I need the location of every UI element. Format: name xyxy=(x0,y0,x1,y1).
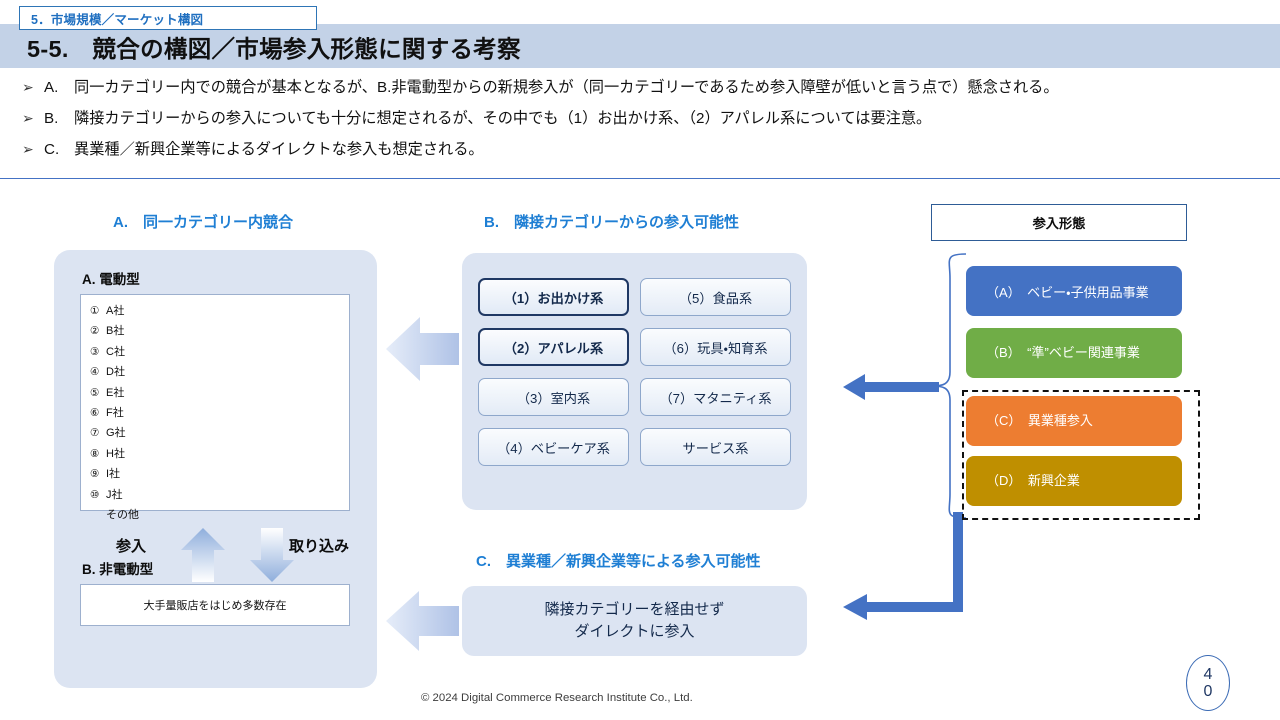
list-item-label: D社 xyxy=(106,366,125,379)
down-arrow-icon xyxy=(250,528,294,582)
column-a-heading: A. 同一カテゴリー内競合 xyxy=(113,214,294,231)
bullet-text: 同一カテゴリー内での競合が基本となるが、B.非電動型からの新規参入が（同一カテゴ… xyxy=(74,79,1059,96)
entry-bar-a-label: （A） ベビー・子供用品事業 xyxy=(986,285,1149,301)
category-box-2[interactable]: （2）アパレル系 xyxy=(478,328,629,366)
non-electric-text: 大手量販店をはじめ多数存在 xyxy=(143,600,287,612)
list-item-number: ⑨ xyxy=(90,468,100,481)
list-item: ③ C社 xyxy=(90,342,349,362)
soft-arrow-b-to-a xyxy=(386,317,459,381)
entry-bar-b[interactable]: （B） “準”ベビー関連事業 xyxy=(966,328,1182,378)
list-item-label: E社 xyxy=(106,386,125,399)
list-item: ⑧ H社 xyxy=(90,444,349,464)
list-item-label: その他 xyxy=(106,509,139,522)
arrowhead-bullet-icon: ➢ xyxy=(22,141,34,157)
list-item-label: H社 xyxy=(106,447,125,460)
entry-bar-b-label: （B） “準”ベビー関連事業 xyxy=(986,345,1140,361)
entry-bar-d[interactable]: （D） 新興企業 xyxy=(966,456,1182,506)
page-number: 4 0 xyxy=(1186,655,1230,711)
column-c-heading: C. 異業種／新興企業等による参入可能性 xyxy=(476,553,761,570)
bullet-item: ➢ C. 異業種／新興企業等によるダイレクトな参入も想定される。 xyxy=(22,140,1262,171)
list-item-label: G社 xyxy=(106,427,126,440)
list-item-number: ③ xyxy=(90,345,100,358)
list-item-label: A社 xyxy=(106,305,125,317)
list-item-number: ⑤ xyxy=(90,386,100,399)
bullet-item: ➢ A. 同一カテゴリー内での競合が基本となるが、B.非電動型からの新規参入が（… xyxy=(22,78,1262,109)
copyright-text: © 2024 Digital Commerce Research Institu… xyxy=(421,692,693,704)
list-item: ⑥ F社 xyxy=(90,403,349,423)
bullet-text: 隣接カテゴリーからの参入についても十分に想定されるが、その中でも（1）お出かけ系… xyxy=(74,110,932,127)
entry-bar-c[interactable]: （C） 異業種参入 xyxy=(966,396,1182,446)
blue-elbow-arrow-right-to-c xyxy=(843,512,963,620)
list-item-number: ⑥ xyxy=(90,407,100,420)
up-arrow-icon xyxy=(181,528,225,582)
entry-bar-a[interactable]: （A） ベビー・子供用品事業 xyxy=(966,266,1182,316)
column-b-heading: B. 隣接カテゴリーからの参入可能性 xyxy=(484,214,740,231)
entry-flow-label: 参入 xyxy=(116,538,147,555)
category-box-7[interactable]: （7）マタニティ系 xyxy=(640,378,791,416)
category-box-6[interactable]: （6）玩具・知育系 xyxy=(640,328,791,366)
bidirectional-flow-arrows xyxy=(181,528,294,582)
list-item-label: I社 xyxy=(106,468,121,481)
list-item-number: ⑦ xyxy=(90,427,100,440)
page-number-digit-bottom: 0 xyxy=(1203,683,1213,700)
list-item: ⑦ G社 xyxy=(90,423,349,443)
entry-bar-c-label: （C） 異業種参入 xyxy=(986,413,1093,429)
arrowhead-bullet-icon: ➢ xyxy=(22,79,34,95)
entry-type-header: 参入形態 xyxy=(931,204,1187,241)
bullet-item: ➢ B. 隣接カテゴリーからの参入についても十分に想定されるが、その中でも（1）… xyxy=(22,109,1262,140)
column-a-panel: A. 電動型 ① A社 ② B社 ③ C社 ④ D社 ⑤ E社 ⑥ F社 ⑦ G社 ⑧ H社 ⑨… xyxy=(54,250,377,688)
list-item-number: ⑧ xyxy=(90,447,100,460)
highlight-dashed-group xyxy=(962,390,1200,520)
list-item-number: ⑩ xyxy=(90,488,100,501)
column-c-panel: 隣接カテゴリーを経由せず ダイレクトに参入 xyxy=(462,586,807,656)
category-box-4[interactable]: （4）ベビーケア系 xyxy=(478,428,629,466)
category-grid: （1）お出かけ系 （5）食品系 （2）アパレル系 （6）玩具・知育系 （3）室内… xyxy=(478,278,791,466)
bullet-letter: B. xyxy=(44,110,59,127)
list-item-number: ② xyxy=(90,325,100,338)
list-item-label: C社 xyxy=(106,345,125,358)
list-item-number: ① xyxy=(90,305,100,317)
header-divider xyxy=(0,178,1280,179)
list-item-number: ④ xyxy=(90,366,100,379)
curly-brace-icon xyxy=(931,253,967,519)
column-c-text: 隣接カテゴリーを経由せず ダイレクトに参入 xyxy=(544,601,725,640)
list-item-label: F社 xyxy=(106,407,124,420)
category-box-5[interactable]: （5）食品系 xyxy=(640,278,791,316)
category-box-service[interactable]: サービス系 xyxy=(640,428,791,466)
entry-type-header-label: 参入形態 xyxy=(1032,216,1086,231)
page-number-digit-top: 4 xyxy=(1203,665,1213,683)
list-item: その他 xyxy=(90,505,349,525)
list-item-label: J社 xyxy=(106,488,123,501)
electric-type-label: A. 電動型 xyxy=(82,272,140,287)
list-item: ② B社 xyxy=(90,321,349,341)
title-band xyxy=(0,24,1280,68)
absorb-flow-label: 取り込み xyxy=(289,538,350,555)
blue-arrow-right-to-b xyxy=(843,374,939,400)
category-box-1[interactable]: （1）お出かけ系 xyxy=(478,278,629,316)
non-electric-box: 大手量販店をはじめ多数存在 xyxy=(80,584,350,626)
bullet-letter: C. xyxy=(44,141,60,158)
list-item: ⑨ I社 xyxy=(90,464,349,484)
list-item: ⑤ E社 xyxy=(90,383,349,403)
arrowhead-bullet-icon: ➢ xyxy=(22,110,34,126)
bullet-letter: A. xyxy=(44,79,59,96)
soft-arrow-c-to-a xyxy=(386,591,459,651)
list-item-label: B社 xyxy=(106,325,125,338)
category-box-3[interactable]: （3）室内系 xyxy=(478,378,629,416)
page-title: 5-5. 競合の構図／市場参入形態に関する考察 xyxy=(27,36,521,62)
bullet-list: ➢ A. 同一カテゴリー内での競合が基本となるが、B.非電動型からの新規参入が（… xyxy=(22,78,1262,171)
entry-bar-d-label: （D） 新興企業 xyxy=(986,473,1080,489)
list-item: ④ D社 xyxy=(90,362,349,382)
section-tab-label: 5．市場規模／マーケット構図 xyxy=(31,12,204,27)
section-tab: 5．市場規模／マーケット構図 xyxy=(19,6,317,30)
bullet-text: 異業種／新興企業等によるダイレクトな参入も想定される。 xyxy=(74,141,484,158)
list-item: ⑩ J社 xyxy=(90,485,349,505)
list-item: ① A社 xyxy=(90,301,349,321)
non-electric-type-label: B. 非電動型 xyxy=(82,562,154,577)
column-b-panel: （1）お出かけ系 （5）食品系 （2）アパレル系 （6）玩具・知育系 （3）室内… xyxy=(462,253,807,510)
